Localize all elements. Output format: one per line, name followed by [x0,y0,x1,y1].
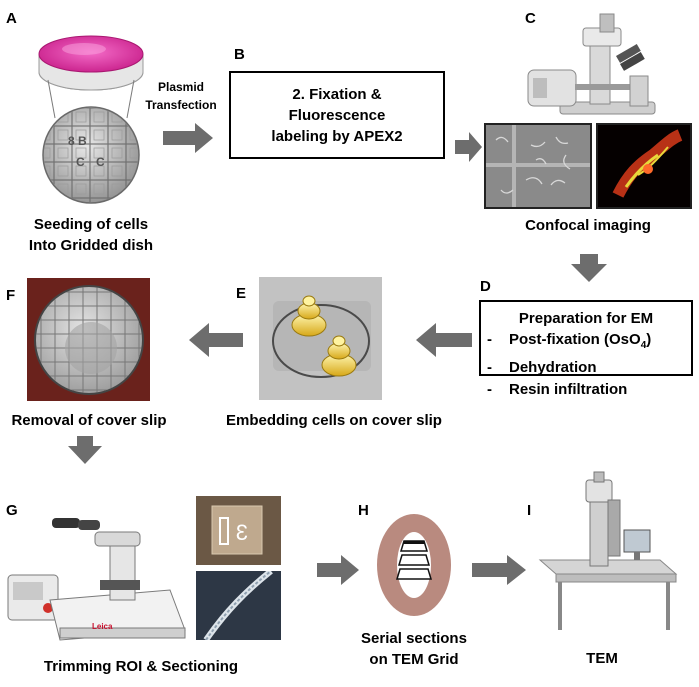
arrow-e-to-f [189,323,243,357]
bullet-dash: - [487,331,492,348]
bullet-dash: - [487,359,492,376]
caption-step-e: Embedding cells on cover slip [226,412,442,429]
svg-text:8 B: 8 B [68,134,87,148]
fluorescence-image [596,123,692,209]
section-ribbon [196,571,281,640]
panel-label-b: B [234,46,245,63]
cover-slip-photo [27,278,150,401]
microtome-brand-text: Leica [92,622,113,631]
svg-text:C: C [76,155,85,169]
panel-label-f: F [6,287,16,304]
panel-label-i: I [527,502,532,519]
transfection-label-line2: Transfection [145,98,217,112]
postfixation-label: Post-fixation (OsO [509,331,641,348]
svg-text:C: C [96,155,105,169]
trimmed-block: 3 [196,496,281,565]
panel-label-e: E [236,285,247,302]
em-step-resin: - Resin infiltration [487,379,691,401]
fixation-line3: labeling by APEX2 [271,128,403,145]
em-preparation-list: - Post-fixation (OsO4) - Dehydration - R… [487,329,691,401]
fluorescence-signal [598,125,690,207]
panel-label-g: G [6,502,18,519]
caption-step-i: TEM [586,650,618,667]
transfection-label-line1: Plasmid [157,80,205,94]
svg-text:3: 3 [236,520,248,545]
embedded-capsules [259,277,382,400]
caption-step-a-line2: Into Gridded dish [28,237,154,254]
caption-step-a: Seeding of cells Into Gridded dish [0,214,182,256]
arrow-d-to-e [416,323,472,357]
postfixation-suffix: ) [646,331,652,348]
caption-step-h-line2: on TEM Grid [369,651,459,668]
em-preparation-box: Preparation for EM - Post-fixation (OsO4… [479,300,693,398]
fixation-line1: 2. Fixation & [292,86,382,103]
arrow-f-to-g [68,436,102,464]
fixation-labeling-box: 2. Fixation & Fluorescence labeling by A… [229,71,445,159]
caption-step-h-line1: Serial sections [361,630,467,647]
brightfield-image [484,123,592,209]
panel-label-d: D [480,278,491,295]
resin-label: Resin infiltration [509,381,628,398]
fixation-line2: Fluorescence [288,107,386,124]
brightfield-cells [486,125,590,207]
embedding-photo [259,277,382,400]
panel-label-a: A [6,10,17,27]
bullet-dash: - [487,381,492,398]
em-step-postfixation: - Post-fixation (OsO4) [487,329,691,357]
arrow-b-to-c [455,132,482,162]
arrow-c-to-d [571,254,607,282]
dehydration-label: Dehydration [509,359,597,376]
caption-step-a-line1: Seeding of cells [33,216,149,233]
oso4-subscript: 4 [640,340,647,351]
arrow-h-to-i [472,555,526,585]
em-step-postfixation-text: Post-fixation (OsO4) [509,329,651,357]
em-step-dehydration: - Dehydration [487,357,691,379]
em-preparation-title: Preparation for EM [518,310,654,327]
cover-slip-disc [27,278,150,401]
trimmed-block-photo: 3 [196,496,281,565]
panel-label-h: H [358,502,369,519]
caption-step-c: Confocal imaging [525,217,651,234]
transfection-label: Plasmid Transfection [136,78,226,114]
arrow-a-to-b [163,123,213,153]
panel-label-c: C [525,10,536,27]
caption-step-h: Serial sections on TEM Grid [344,628,484,670]
caption-step-g: Trimming ROI & Sectioning [43,658,239,675]
fixation-text: 2. Fixation & Fluorescence labeling by A… [231,84,443,147]
sectioning-photo [196,571,281,640]
caption-step-f: Removal of cover slip [11,412,167,429]
arrow-g-to-h [317,555,359,585]
